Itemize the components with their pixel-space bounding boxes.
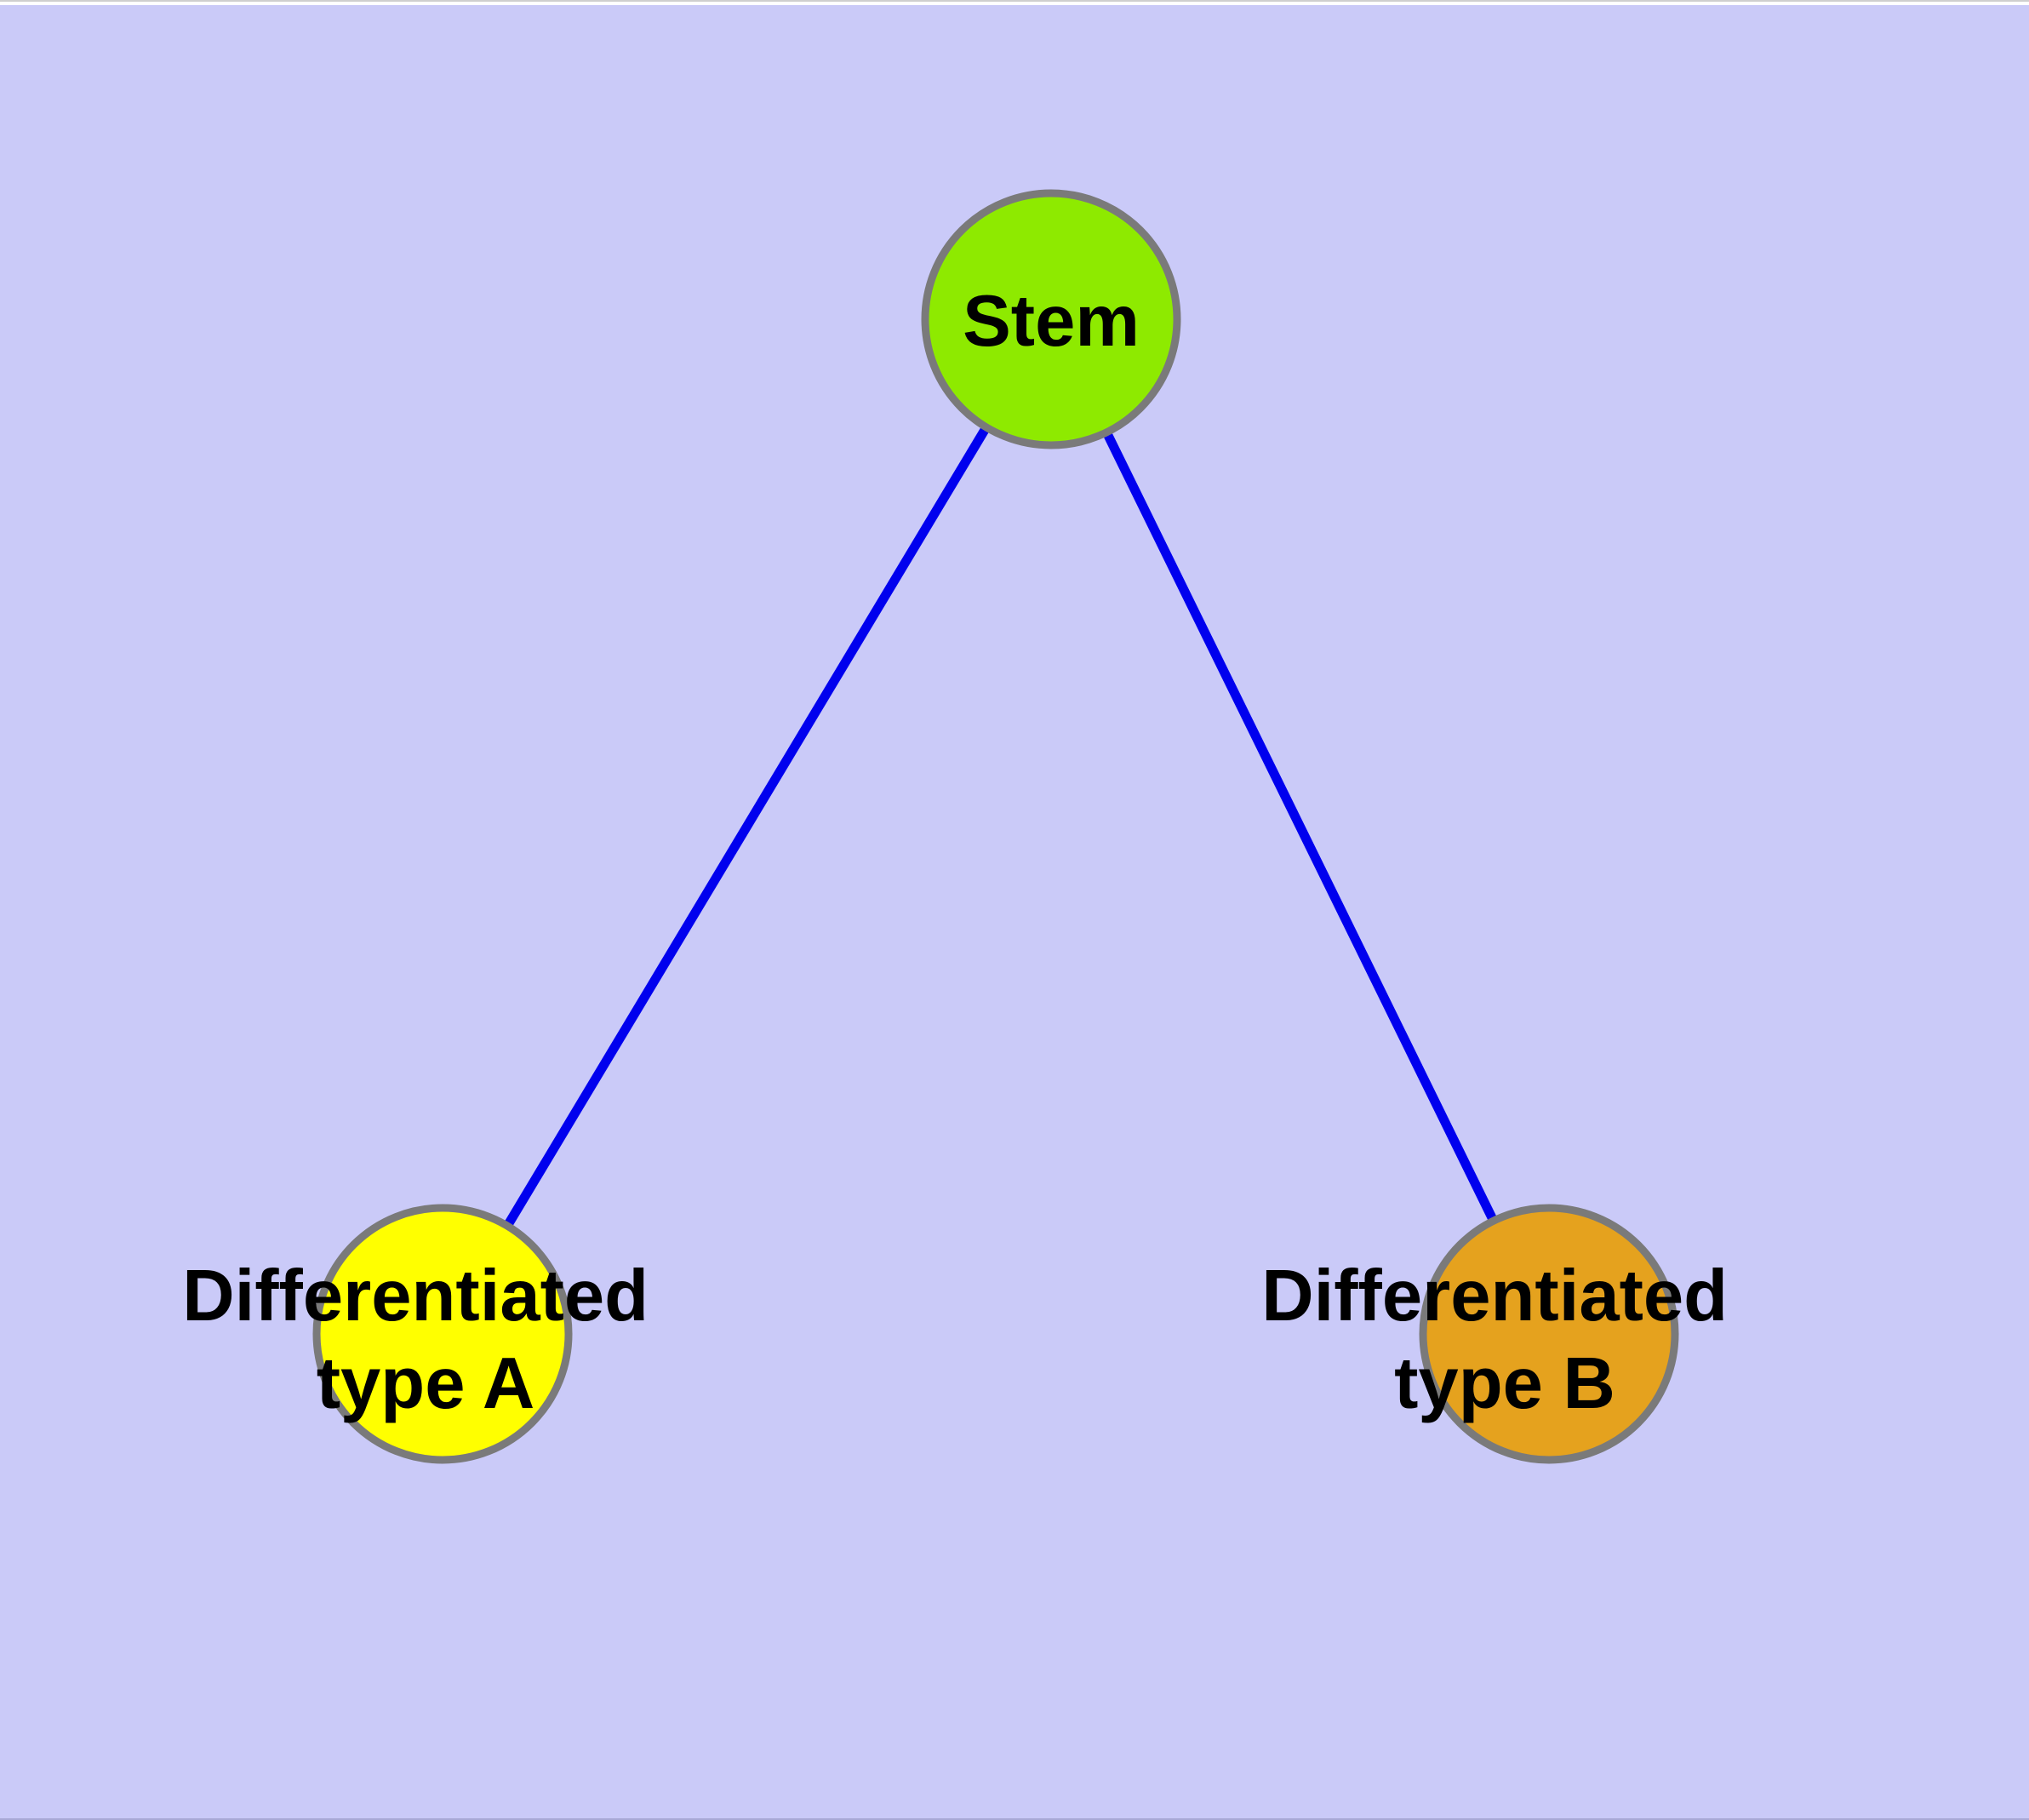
- top-margin-strip: [0, 2, 2029, 5]
- node-differentiated-type-a-circle: [312, 1204, 573, 1464]
- node-stem-label: Stem: [963, 281, 1140, 362]
- node-stem-circle: [921, 189, 1181, 449]
- node-differentiated-type-a-label-line2: type A: [317, 1343, 535, 1424]
- node-differentiated-type-a-label-line1: Differentiated: [182, 1256, 649, 1336]
- bottom-hairline: [0, 1818, 2029, 1820]
- top-hairline: [0, 0, 2029, 2]
- edge-stem-to-type-a: [438, 317, 1055, 1336]
- node-differentiated-type-a-label: Differentiated type A: [182, 1256, 668, 1424]
- node-differentiated-type-a: Differentiated type A: [182, 1204, 668, 1464]
- node-differentiated-type-b-label: Differentiated type B: [1261, 1256, 1747, 1424]
- edge-stem-to-type-b: [1047, 317, 1553, 1336]
- node-stem: Stem: [921, 189, 1181, 449]
- node-differentiated-type-b-label-line1: Differentiated: [1261, 1256, 1728, 1336]
- node-differentiated-type-b-circle: [1419, 1204, 1679, 1464]
- node-differentiated-type-b-label-line2: type B: [1394, 1343, 1615, 1424]
- node-differentiated-type-b: Differentiated type B: [1261, 1204, 1747, 1464]
- node-stem-label-line1: Stem: [963, 281, 1140, 362]
